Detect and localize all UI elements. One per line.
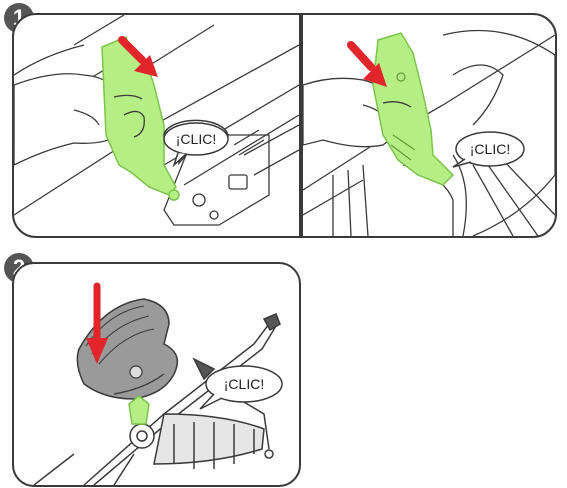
adapter-icon xyxy=(373,33,453,185)
step-1-right-panel: ¡CLIC! xyxy=(301,13,557,238)
speech-bubble-icon: ¡CLIC! xyxy=(200,366,282,409)
speech-bubble-icon: ¡CLIC! xyxy=(164,120,228,165)
step-1-left-panel: ¡CLIC! xyxy=(12,13,301,238)
callout-text: ¡CLIC! xyxy=(176,131,216,147)
callout-text: ¡CLIC! xyxy=(470,141,510,157)
speech-bubble-icon: ¡CLIC! xyxy=(453,132,524,167)
step-1-left-illustration: ¡CLIC! xyxy=(14,15,299,236)
step-2-panel: ¡CLIC! xyxy=(12,262,301,487)
car-seat-icon xyxy=(77,299,177,424)
step-1-right-illustration: ¡CLIC! xyxy=(303,15,555,236)
step-2-illustration: ¡CLIC! xyxy=(14,264,299,485)
callout-text: ¡CLIC! xyxy=(224,376,264,392)
